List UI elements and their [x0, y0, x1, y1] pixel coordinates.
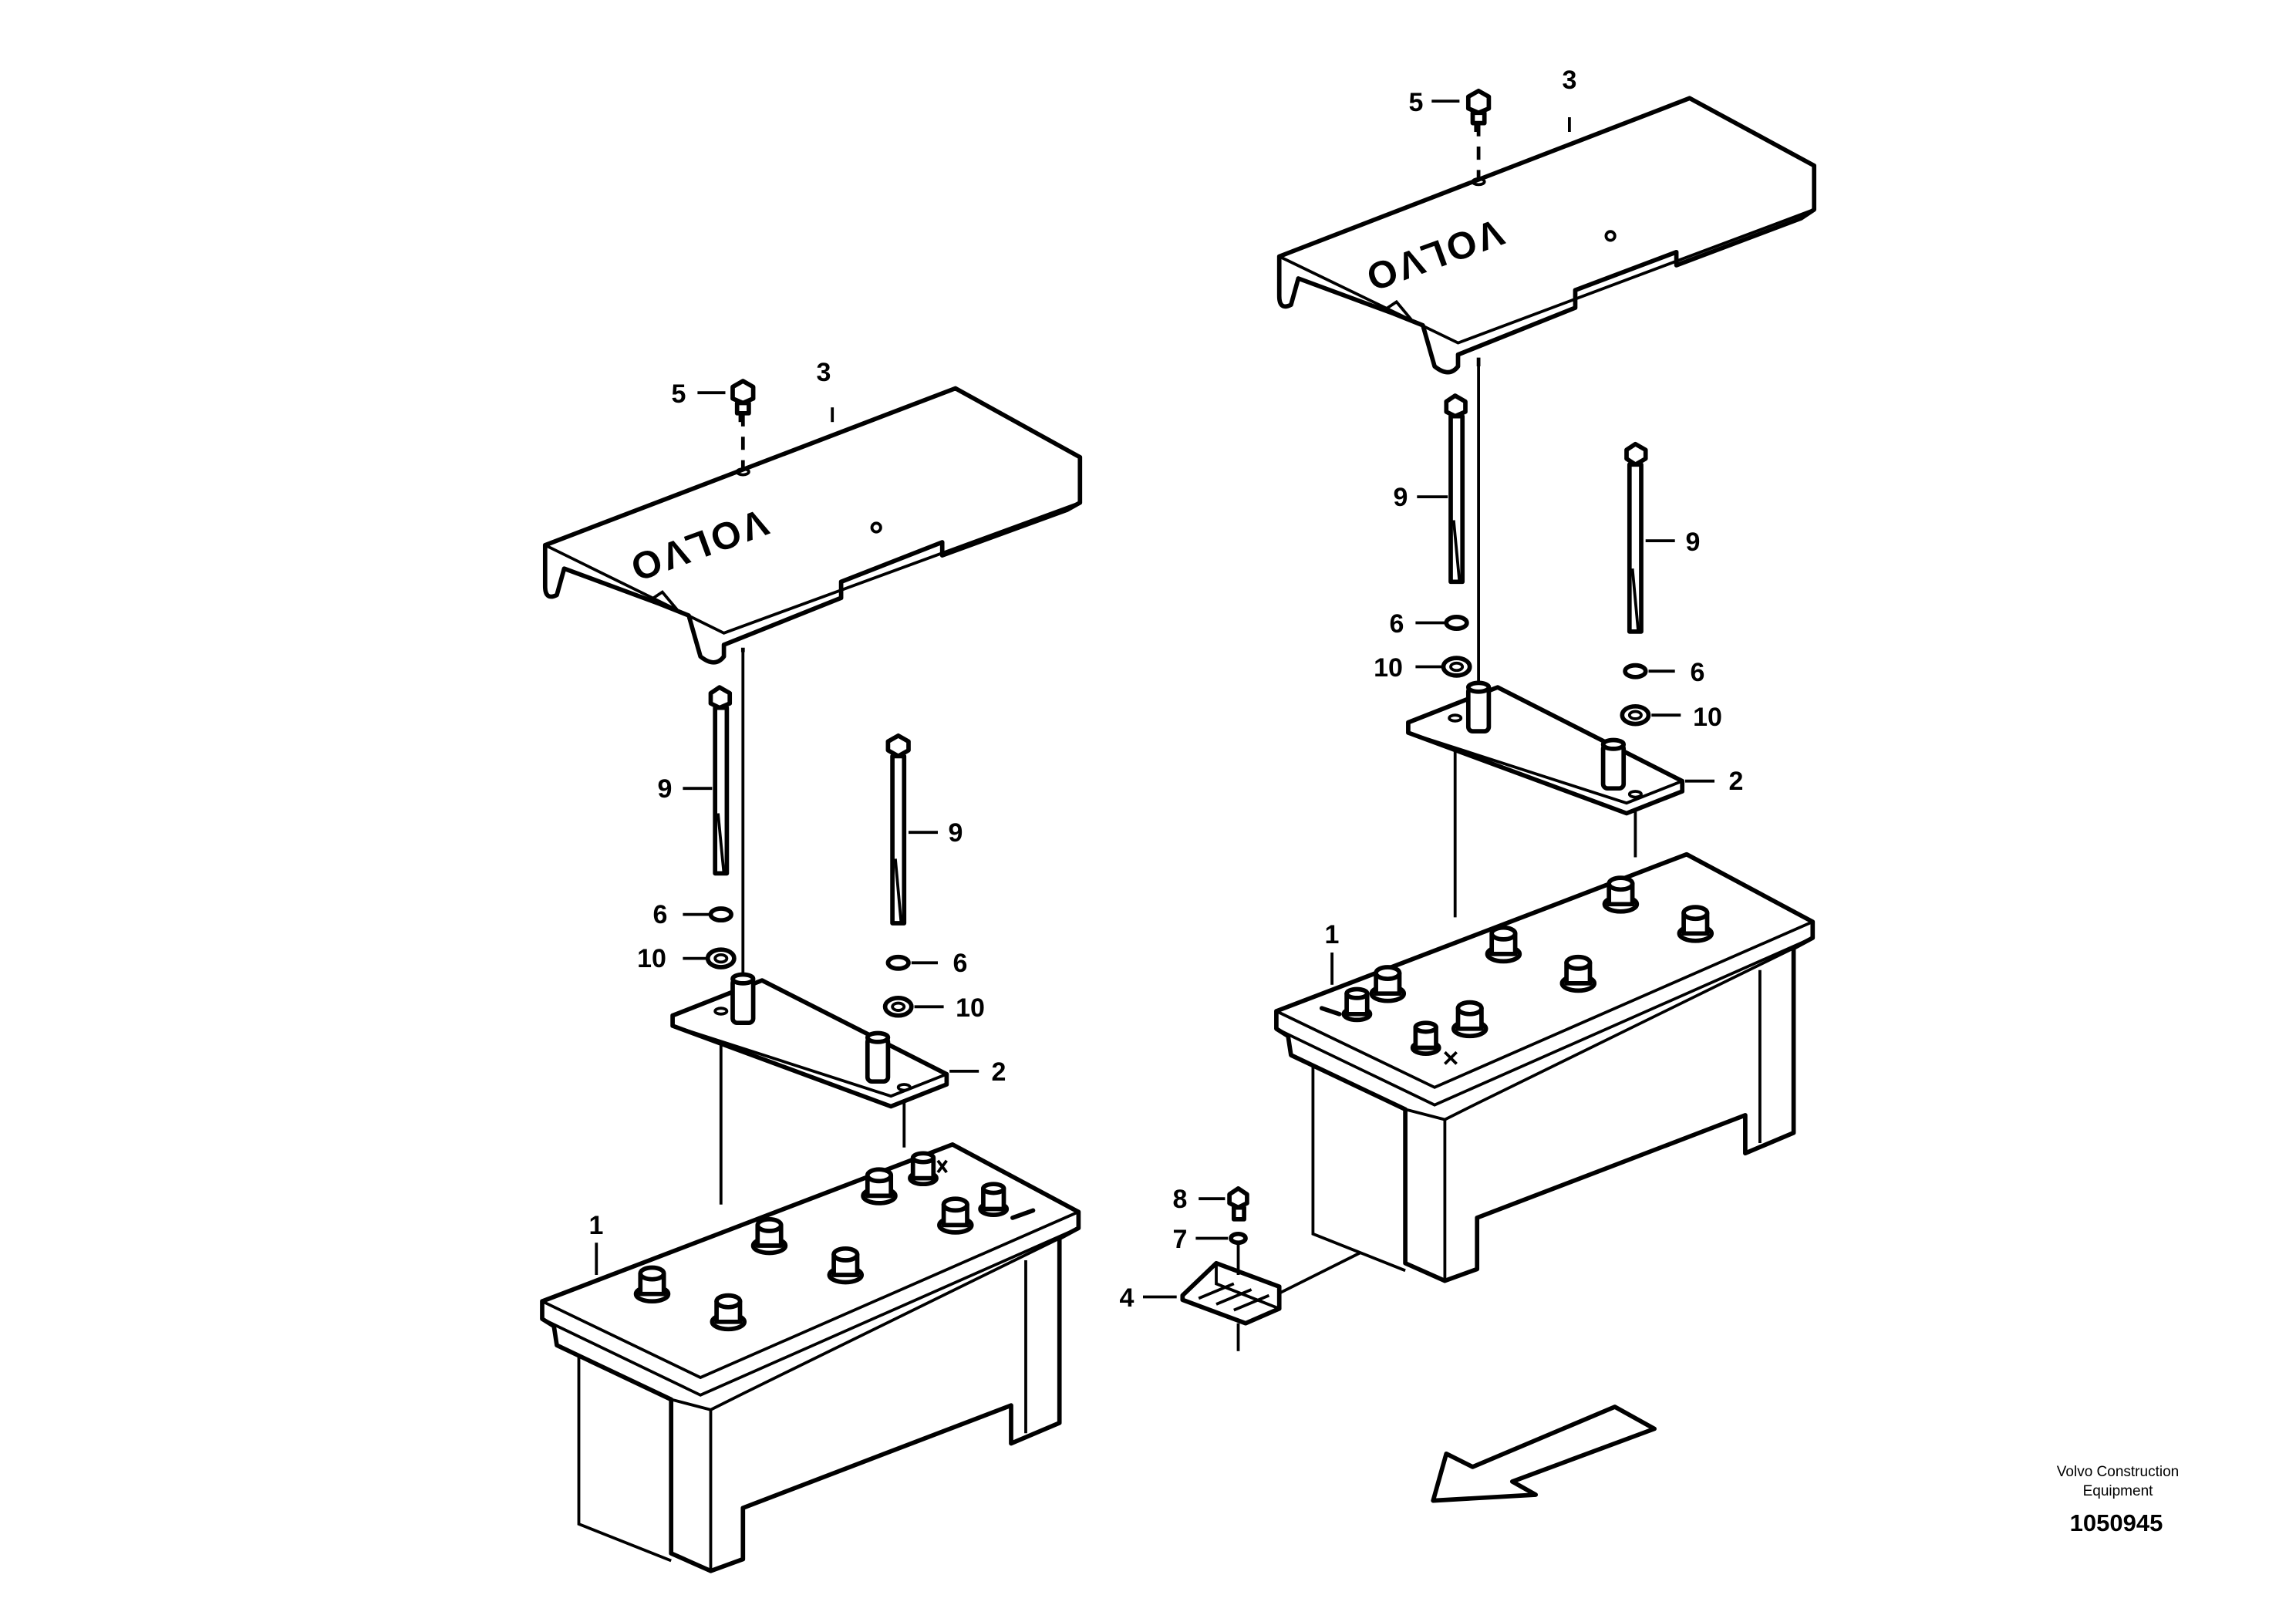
left-washer-a [705, 947, 737, 969]
right-spring-washer-a [1444, 615, 1469, 631]
clamp-screw [1227, 1186, 1249, 1222]
callout-5-left: 5 [672, 379, 686, 409]
callout-3-left: 3 [817, 358, 831, 387]
left-washer-b [882, 996, 914, 1018]
callout-3-right: 3 [1563, 66, 1577, 95]
callout-6-left-b: 6 [953, 949, 968, 978]
callout-8: 8 [1173, 1185, 1188, 1214]
left-battery-cover: VOLVO [542, 386, 1083, 665]
left-cover-screw [730, 379, 756, 423]
right-battery-cover: VOLVO [1276, 96, 1817, 375]
right-clamp-alignment-line [1276, 1251, 1361, 1296]
left-assembly: VOLVO [540, 379, 1083, 1573]
callout-4: 4 [1120, 1283, 1135, 1313]
right-washer-a [1441, 656, 1472, 678]
callout-5-right: 5 [1409, 88, 1424, 117]
callout-6-right-b: 6 [1691, 658, 1705, 687]
callout-7: 7 [1173, 1225, 1188, 1254]
callout-labels: 3 5 9 9 6 10 6 10 2 1 3 5 9 9 6 10 6 10 … [589, 66, 1744, 1313]
caption-company-line2: Equipment [2083, 1483, 2154, 1499]
callout-9-left-a: 9 [658, 774, 673, 804]
callout-1-left: 1 [589, 1211, 604, 1240]
right-long-bolt-a [1444, 393, 1468, 585]
direction-arrow [1431, 1404, 1657, 1503]
callout-1-right: 1 [1325, 920, 1340, 949]
right-hold-down-bracket [1406, 680, 1685, 816]
caption-company-line1: Volvo Construction [2057, 1464, 2179, 1480]
callout-9-left-b: 9 [949, 818, 963, 848]
clamp-washer [1229, 1231, 1248, 1246]
left-battery [540, 1142, 1081, 1573]
callout-9-right-b: 9 [1686, 528, 1701, 557]
left-leader-lines [595, 391, 979, 1276]
right-battery-terminals [1319, 875, 1714, 1065]
callout-6-left-a: 6 [653, 900, 668, 929]
callout-9-right-a: 9 [1394, 483, 1408, 512]
drawing-number: 1050945 [2070, 1509, 2163, 1536]
right-long-bolt-b [1624, 441, 1648, 634]
right-battery [1274, 851, 1816, 1283]
left-long-bolt-b [885, 733, 911, 926]
right-leader-lines [1143, 99, 1715, 1299]
left-spring-washer-b [885, 954, 911, 971]
callout-10-left-b: 10 [956, 993, 985, 1023]
left-spring-washer-a [708, 906, 733, 923]
callout-2-left: 2 [992, 1057, 1006, 1087]
right-cover-screw [1465, 88, 1492, 133]
battery-clamp [1180, 1260, 1282, 1351]
callout-10-left-a: 10 [637, 944, 666, 973]
right-washer-b [1620, 703, 1651, 727]
right-spring-washer-b [1623, 663, 1648, 679]
callout-2-right: 2 [1729, 767, 1744, 796]
left-hold-down-bracket [670, 972, 949, 1109]
callout-10-right-a: 10 [1374, 653, 1403, 683]
left-battery-terminals [633, 1151, 1036, 1332]
callout-6-right-a: 6 [1390, 609, 1404, 639]
drawing-caption: Volvo Construction Equipment 1050945 [2057, 1464, 2179, 1536]
callout-10-right-b: 10 [1693, 703, 1722, 732]
right-assembly: VOLVO [1143, 88, 1817, 1503]
left-long-bolt-a [708, 685, 733, 876]
